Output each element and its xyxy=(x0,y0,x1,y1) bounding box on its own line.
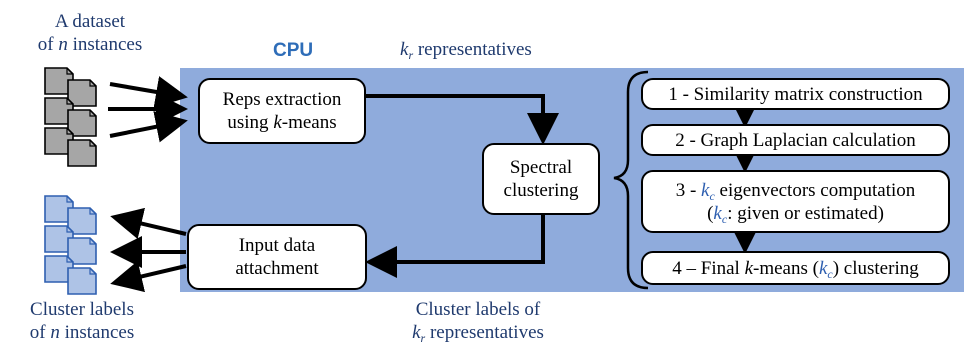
cpu-label: CPU xyxy=(273,40,314,61)
representatives-label: kr representatives xyxy=(400,39,532,62)
output-arrow xyxy=(110,207,187,240)
input-data-attachment-box: Input data attachment xyxy=(187,224,367,290)
spectral-clustering-box: Spectral clustering xyxy=(482,143,600,215)
output-arrow xyxy=(110,260,187,293)
spectral-to-attachment-arrow xyxy=(365,215,545,278)
labeled-documents-icon xyxy=(44,195,97,295)
input-arrow xyxy=(109,111,188,143)
dataset-label: A dataset of n instances xyxy=(37,11,143,55)
steps-brace xyxy=(613,70,649,290)
rep-cluster-labels-label: Cluster labels of kr representatives xyxy=(412,299,544,345)
reps-to-spectral-arrow xyxy=(366,94,559,145)
input-arrow xyxy=(109,76,188,108)
step-3-box: 3 - kc eigenvectors computation (kc: giv… xyxy=(641,170,950,233)
dataset-documents-icon xyxy=(44,67,97,167)
step-2-box: 2 - Graph Laplacian calculation xyxy=(641,124,950,156)
cluster-labels-label: Cluster labels of n instances xyxy=(29,299,135,343)
step-4-box: 4 – Final k-means (kc) clustering xyxy=(641,251,950,285)
reps-extraction-box: Reps extraction using k-means xyxy=(198,78,366,144)
step-1-box: 1 - Similarity matrix construction xyxy=(641,78,950,110)
